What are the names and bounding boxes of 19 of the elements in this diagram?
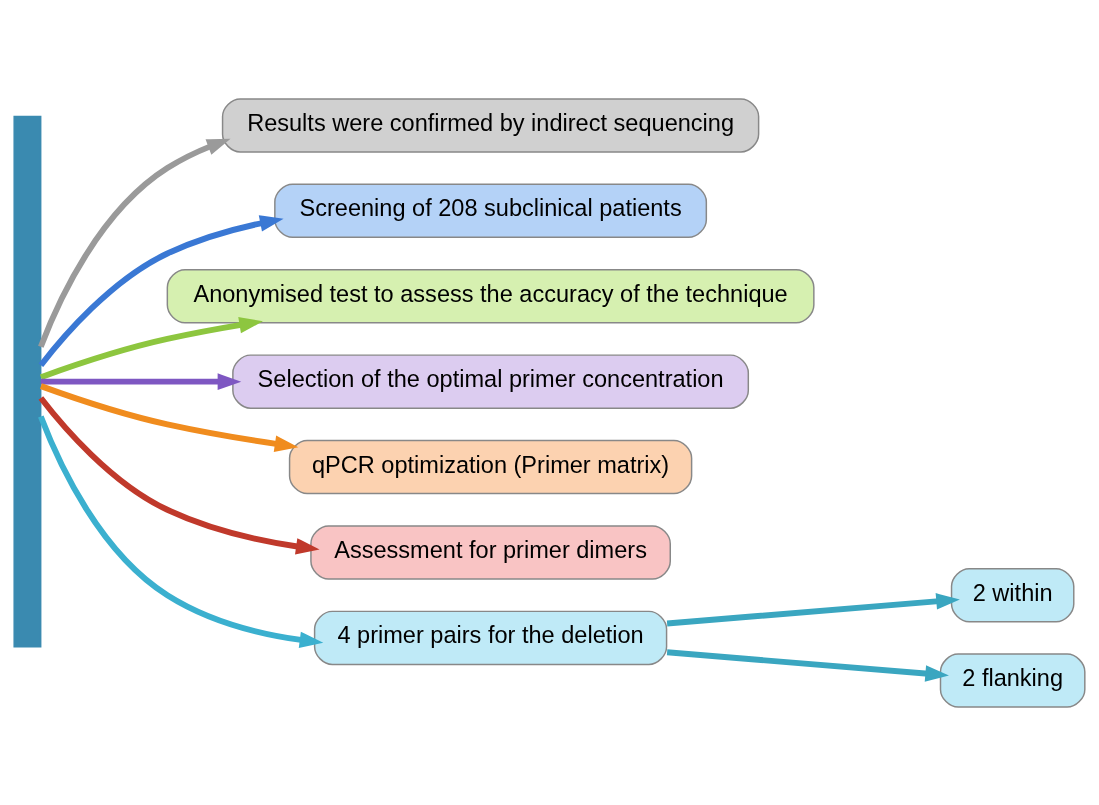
node-box: Anonymised test to assess the accuracy of the technique <box>166 268 815 323</box>
node-box: Screening of 208 subclinical patients <box>274 183 708 238</box>
node-box: Results were confirmed by indirect sequencing <box>221 97 760 153</box>
arrow <box>39 316 263 380</box>
node-box: 2 flanking <box>939 652 1086 708</box>
node-box: 2 within <box>950 567 1075 622</box>
arrow <box>38 138 231 348</box>
node-bar <box>13 115 42 647</box>
arrow <box>38 214 284 367</box>
arrow <box>39 382 299 452</box>
node-box: 4 primer pairs for the deletion <box>313 610 668 665</box>
arrow <box>38 414 324 648</box>
arrow <box>38 395 320 555</box>
node-box: Selection of the optimal primer concentration <box>232 353 750 409</box>
node-box: Assessment for primer dimers <box>310 524 671 580</box>
arrow <box>666 648 949 682</box>
node-box: qPCR optimization (Primer matrix) <box>288 439 693 494</box>
arrow <box>666 592 960 626</box>
arrow <box>40 372 242 390</box>
